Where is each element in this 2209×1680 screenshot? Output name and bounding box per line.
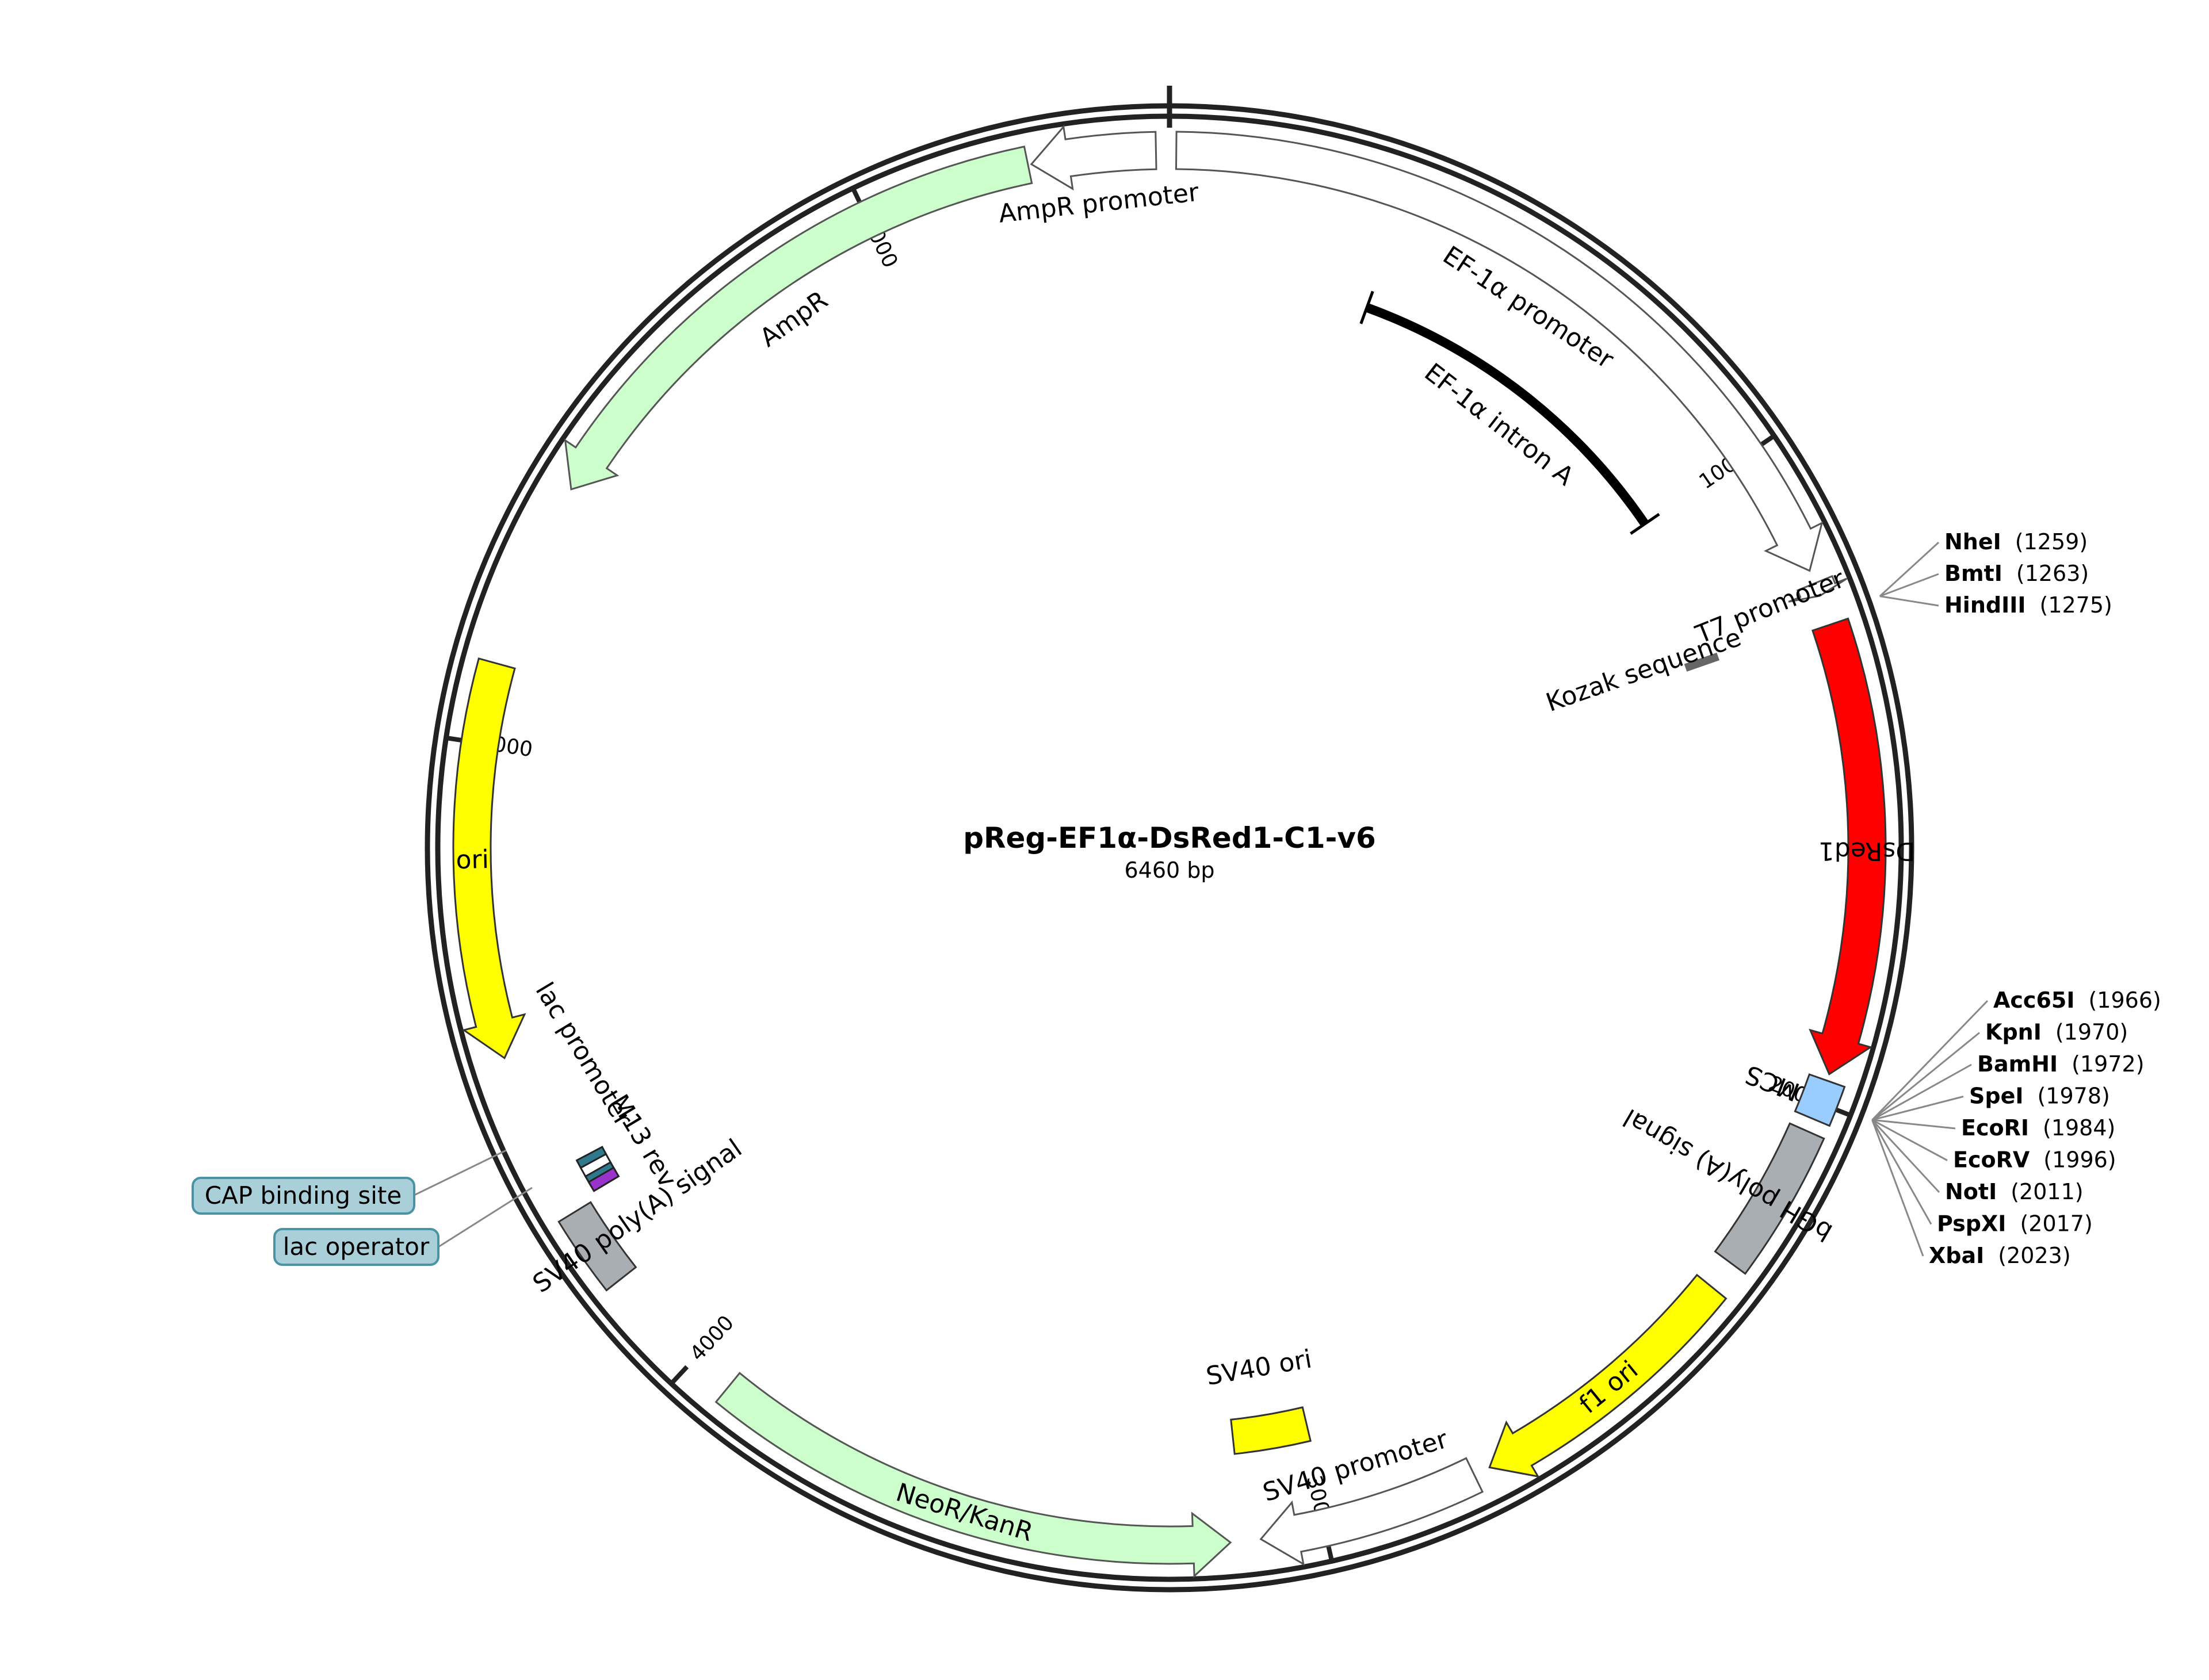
enzyme-pos-xbai: (2023)	[1998, 1243, 2070, 1268]
enzyme-pos-pspxi: (2017)	[2020, 1211, 2092, 1237]
enzyme-name-xbai: XbaI	[1929, 1243, 1984, 1268]
enzyme-leader-ecori	[1872, 1119, 1956, 1130]
enzyme-name-hindiii: HindIII	[1944, 592, 2026, 618]
small-features	[575, 1146, 620, 1192]
enzyme-leader-pspxi	[1871, 1119, 1932, 1225]
enzyme-leader-nhei	[1879, 541, 1940, 597]
enzyme-name-bmti: BmtI	[1944, 561, 2002, 586]
t7-promoter-arc	[1788, 575, 1848, 603]
mcs-arc	[1794, 1073, 1846, 1127]
ampr-promoter-label: AmpR promoter	[997, 178, 1201, 229]
enzyme-name-spei: SpeI	[1969, 1084, 2023, 1109]
enzyme-pos-nhei: (1259)	[2015, 529, 2088, 554]
enzyme-leader-xbai	[1871, 1119, 1924, 1257]
enzyme-pos-hindiii: (1275)	[2040, 592, 2112, 618]
enzyme-name-bamhi: BamHI	[1977, 1051, 2058, 1077]
enzyme-name-kpni: KpnI	[1985, 1020, 2042, 1045]
dsred1-arc	[1809, 617, 1887, 1076]
sv40-ori-box	[1230, 1406, 1312, 1455]
ampr-promoter-arc	[1030, 124, 1157, 191]
tick-4000	[670, 1365, 689, 1384]
enzyme-pos-ecori: (1984)	[2043, 1115, 2115, 1141]
neor-kanr-arc	[714, 1372, 1232, 1578]
lac-operator-label: lac operator	[283, 1233, 430, 1261]
dsred1-label: DsRed1	[1818, 836, 1916, 866]
ef1a-promoter-arc	[1175, 131, 1824, 572]
enzyme-leader-spei	[1872, 1096, 1964, 1121]
enzyme-name-acc65i: Acc65I	[1993, 988, 2074, 1013]
lac-operator-box	[273, 1228, 439, 1266]
bgh-polya-arc	[1714, 1122, 1825, 1275]
enzyme-pos-spei: (1978)	[2037, 1084, 2109, 1109]
plasmid-length: 6460 bp	[1124, 858, 1214, 883]
cap-leader-line	[414, 1149, 507, 1196]
plasmid-name: pReg-EF1α-DsRed1-C1-v6	[963, 821, 1376, 855]
ampr-arc	[564, 146, 1033, 491]
enzyme-leader-hindiii	[1879, 595, 1939, 607]
sv40-promoter-arc	[1259, 1457, 1484, 1566]
f1-ori-arc	[1488, 1273, 1728, 1478]
ori-arc	[452, 657, 526, 1059]
tick-label-4000: 4000	[686, 1311, 739, 1366]
enzyme-name-ecorv: EcoRV	[1953, 1147, 2030, 1173]
enzyme-pos-acc65i: (1966)	[2088, 988, 2161, 1013]
enzyme-leader-acc65i	[1871, 1000, 1989, 1121]
cap-binding-site-label: CAP binding site	[205, 1181, 402, 1210]
cap-binding-site-box	[192, 1177, 415, 1215]
backbone-circle	[425, 86, 1914, 1593]
lac-operator-leader-line	[438, 1187, 533, 1248]
enzyme-leader-ecorv	[1871, 1119, 1948, 1161]
ef1a-intron-arc	[1365, 303, 1649, 527]
mcs-label: MCS	[1741, 1059, 1804, 1106]
enzyme-name-ecori: EcoRI	[1961, 1115, 2029, 1141]
sv40-polya-arc	[557, 1201, 637, 1292]
enzyme-pos-kpni: (1970)	[2055, 1020, 2128, 1045]
enzyme-pos-ecorv: (1996)	[2043, 1147, 2116, 1173]
enzyme-leader-noti	[1871, 1119, 1940, 1193]
enzyme-pos-bmti: (1263)	[2016, 561, 2089, 586]
ori-label: ori	[456, 845, 489, 875]
enzyme-name-pspxi: PspXI	[1937, 1211, 2006, 1237]
enzyme-name-nhei: NheI	[1944, 529, 2001, 554]
kozak-label: Kozak sequence	[1542, 623, 1745, 718]
enzyme-leader-bmti	[1879, 573, 1939, 598]
kozak-mark	[1684, 652, 1719, 672]
enzyme-leader-bamhi	[1871, 1063, 1972, 1121]
enzyme-pos-noti: (2011)	[2011, 1179, 2083, 1204]
enzyme-pos-bamhi: (1972)	[2072, 1051, 2144, 1077]
ef1a-intron-end-1	[1630, 512, 1660, 535]
enzyme-name-noti: NotI	[1945, 1179, 1997, 1204]
m13-rev-mark	[587, 1166, 620, 1192]
sv40-ori-label: SV40 ori	[1204, 1344, 1314, 1391]
ef1a-intron-end-0	[1359, 290, 1374, 324]
enzyme-leader-kpni	[1871, 1032, 1980, 1121]
restriction-sites: NheI (1259) BmtI (1263) HindIII (1275) Acc65I (…	[1871, 529, 2161, 1268]
